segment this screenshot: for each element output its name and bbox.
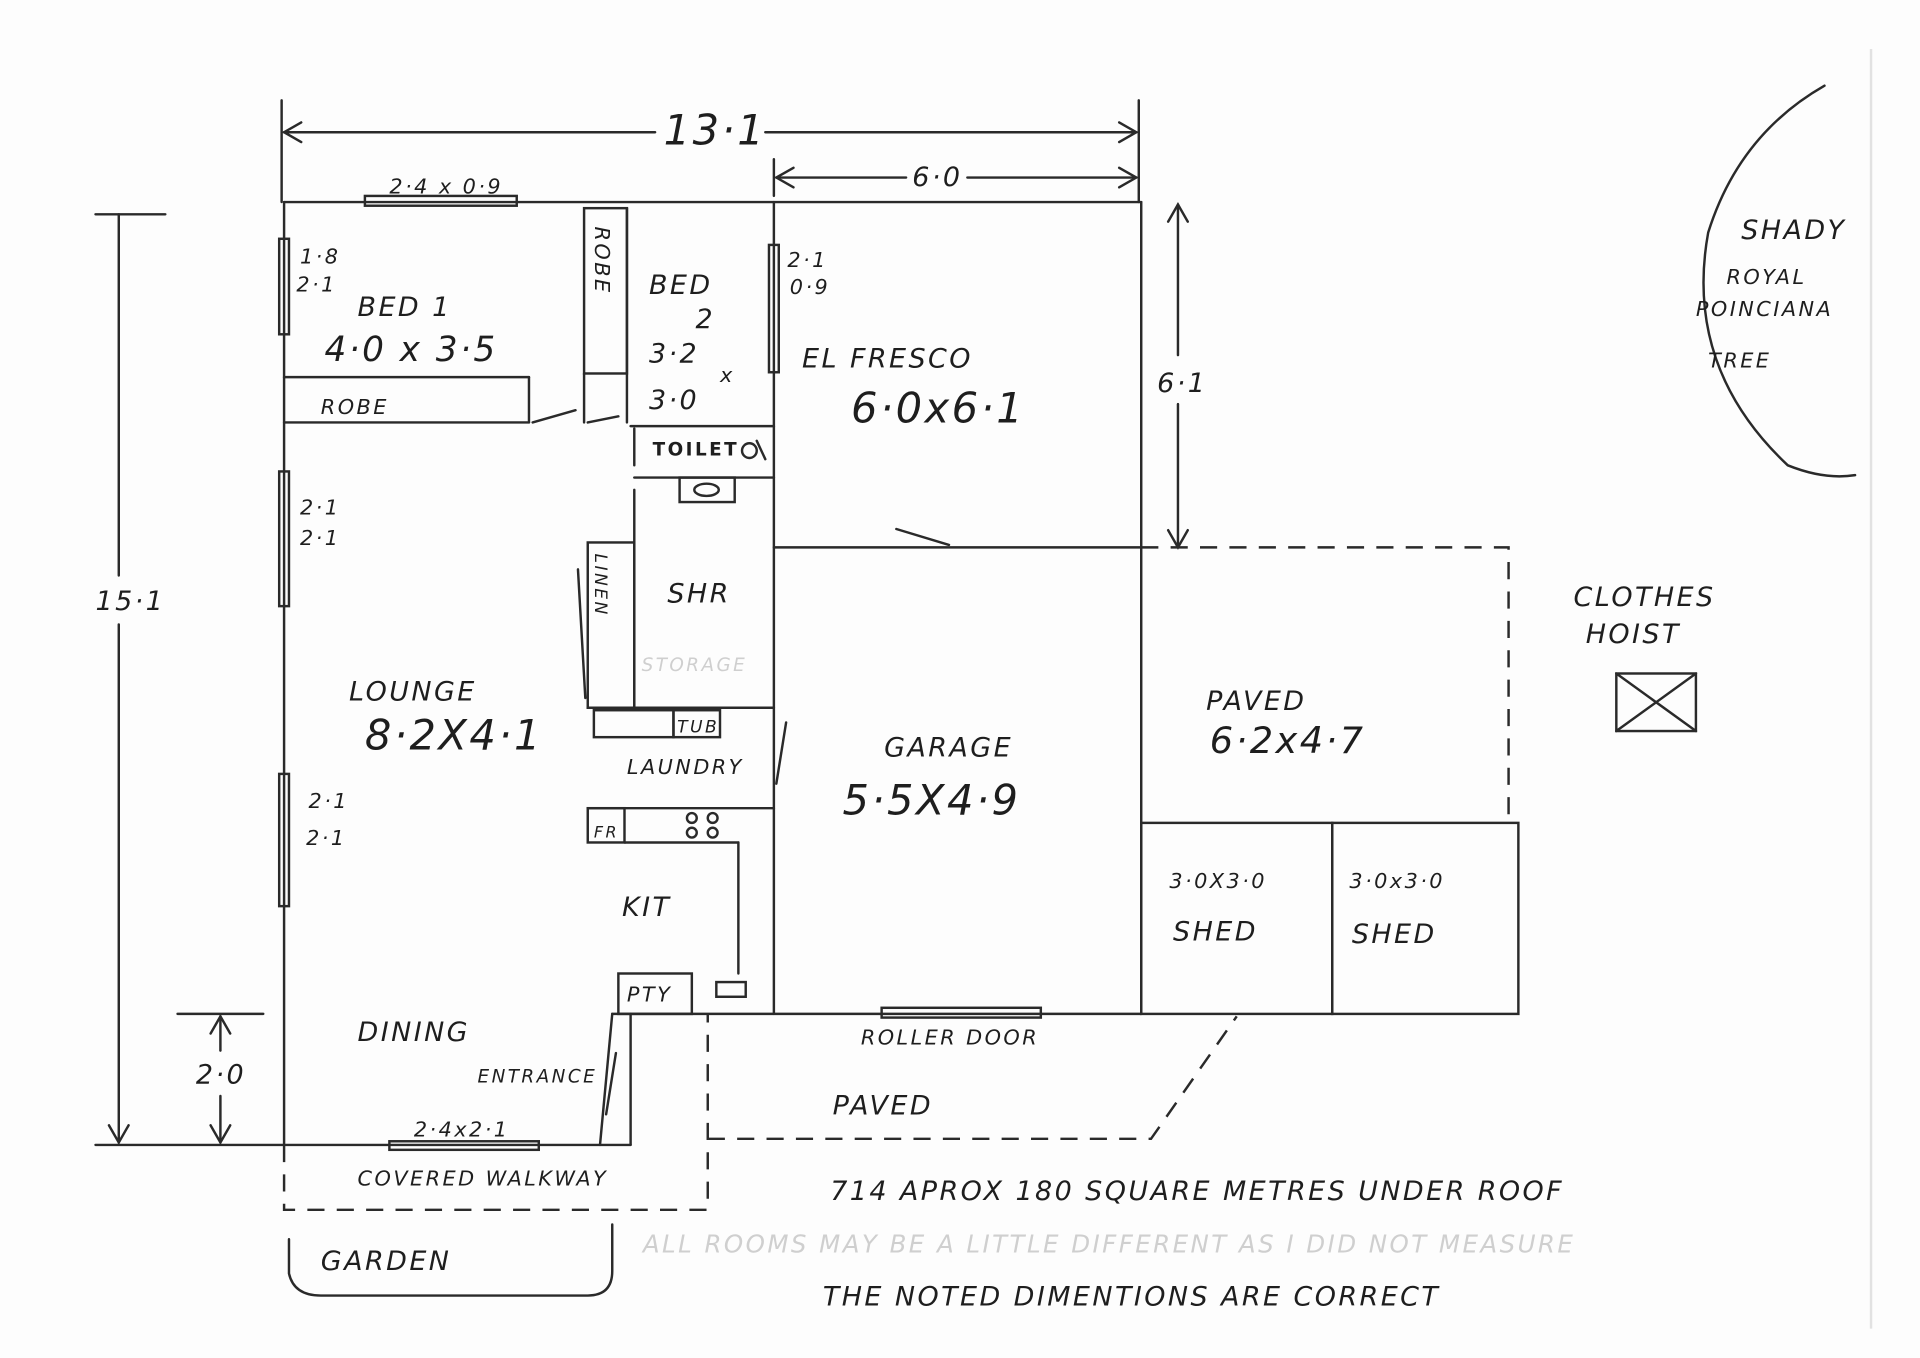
bed2-number: 2 [696,304,716,335]
dashed-outlines [282,84,1857,1297]
covered-walkway-label: COVERED WALKWAY [358,1166,609,1190]
window-label: 1·8 [300,244,340,268]
toilet-label: TOILET [653,440,739,461]
elfresco-size: 6·0x6·1 [851,383,1025,432]
garden-label: GARDEN [321,1246,452,1277]
window-label: 0·9 [790,275,830,299]
window-label: 2·1 [300,495,340,519]
dining-label: DINING [358,1017,470,1048]
elfresco-width-label: 6·0 [912,162,962,193]
tree-label: POINCIANA [1696,297,1833,321]
pantry-label: PTY [627,983,672,1007]
bed1-size: 4·0 x 3·5 [324,330,497,370]
entrance-depth-label: 2·0 [196,1060,246,1091]
paved-side-size: 6·2x4·7 [1210,719,1366,762]
lounge-size: 8·2X4·1 [365,710,543,759]
dimensions-note: THE NOTED DIMENTIONS ARE CORRECT [823,1281,1441,1312]
window-label: 2·4 x 0·9 [389,174,503,198]
overall-width-label: 13·1 [664,105,766,154]
kitchen-label: KIT [622,892,671,923]
entrance-label: ENTRANCE [478,1066,598,1087]
area-note: 714 APROX 180 SQUARE METRES UNDER ROOF [830,1176,1564,1207]
bed2-name: BED [649,270,713,301]
fridge-label: FR [594,823,619,842]
tree-label: TREE [1708,348,1771,372]
garage-name: GARAGE [884,733,1013,764]
shed2-size: 3·0x3·0 [1349,869,1445,893]
shed1-name: SHED [1173,916,1258,947]
roller-door-label: ROLLER DOOR [861,1026,1039,1050]
dimension-lines [94,99,1189,1147]
clothes-hoist-label: HOIST [1586,619,1681,650]
bed2-size: 3·2 [649,338,699,369]
window-label: 2·1 [306,826,346,850]
bed2-size-x: x [719,363,735,387]
tree-label: SHADY [1741,215,1846,246]
robe2-label: ROBE [590,227,614,295]
paved-side-name: PAVED [1206,686,1306,717]
window-label: 2·1 [296,272,336,296]
elfresco-depth-label: 6·1 [1157,368,1207,399]
shed2-name: SHED [1352,919,1437,950]
lounge-name: LOUNGE [349,676,477,707]
overall-depth-label: 15·1 [96,586,166,617]
clothes-hoist-label: CLOTHES [1573,582,1715,613]
tree-label: ROYAL [1727,265,1807,289]
bed1-name: BED 1 [358,292,452,323]
linen-label: LINEN [590,553,610,616]
shed1-size: 3·0X3·0 [1169,869,1267,893]
walls [277,194,1520,1152]
bed2-size: 3·0 [649,385,699,416]
storage-faint-label: STORAGE [642,655,748,676]
shr-label: SHR [667,578,730,609]
garage-size: 5·5X4·9 [842,775,1020,824]
faint-note: ALL ROOMS MAY BE A LITTLE DIFFERENT AS I… [641,1230,1575,1259]
window-label: 2·1 [309,789,349,813]
window-label: 2·1 [787,248,827,272]
paved-front-label: PAVED [833,1090,933,1121]
tub-label: TUB [677,717,719,737]
elfresco-name: EL FRESCO [802,343,973,374]
laundry-label: LAUNDRY [627,755,744,779]
robe1-label: ROBE [321,395,389,419]
window-label: 2·1 [300,526,340,550]
window-label: 2·4x2·1 [414,1117,510,1141]
